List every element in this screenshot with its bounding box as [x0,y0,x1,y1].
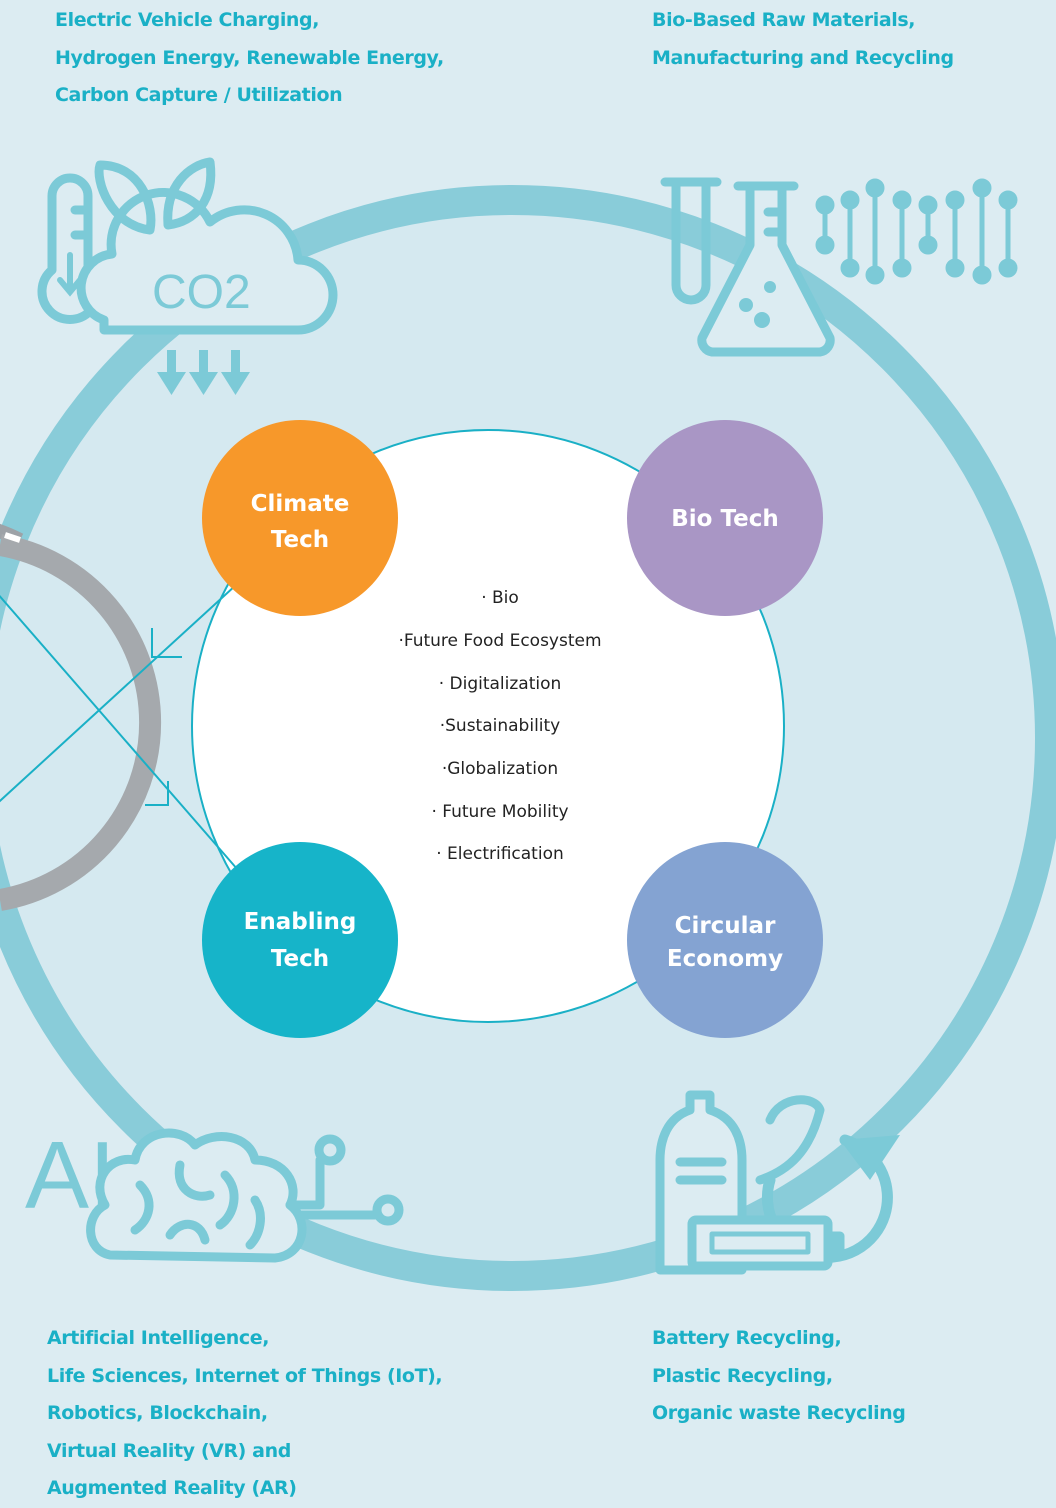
enabling-tech-caption: Artificial Intelligence, Life Sciences, … [47,1320,443,1508]
caption-line: Life Sciences, Internet of Things (IoT), [47,1364,443,1387]
circular-economy-label-line1: Circular [675,913,777,939]
caption-line: Augmented Reality (AR) [47,1477,297,1499]
caption-line: Bio-Based Raw Materials, [652,9,916,31]
bio-tech-caption: Bio-Based Raw Materials, Manufacturing a… [652,2,954,77]
caption-line: Electric Vehicle Charging, [55,9,320,31]
caption-line: Virtual Reality (VR) and [47,1439,291,1462]
recycling-icon [655,1090,900,1275]
trend-item: ·Sustainability [440,716,561,736]
climate-tech-circle [202,420,398,616]
trend-item: · Digitalization [439,674,562,694]
caption-line: Organic waste Recycling [652,1402,906,1424]
caption-line: Plastic Recycling, [652,1364,833,1387]
caption-line: Robotics, Blockchain, [47,1402,268,1424]
co2-label: CO2 [152,266,251,319]
left-grey-arc-lower [0,534,162,911]
caption-line: Battery Recycling, [652,1327,842,1349]
enabling-tech-circle [202,842,398,1038]
enabling-tech-node: Enabling Tech [202,842,398,1038]
climate-tech-caption: Electric Vehicle Charging, Hydrogen Ener… [55,2,444,115]
trend-item: · Future Mobility [431,802,568,822]
caption-line: Artificial Intelligence, [47,1327,270,1349]
caption-line: Hydrogen Energy, Renewable Energy, [55,46,444,69]
circular-economy-caption: Battery Recycling, Plastic Recycling, Or… [652,1320,906,1433]
bio-tech-circle [627,420,823,616]
circular-economy-node: Circular Economy [627,842,823,1038]
circular-economy-circle [627,842,823,1038]
climate-tech-node: Climate Tech [202,420,398,616]
circular-economy-label-line2: Economy [667,946,783,972]
trend-item: ·Globalization [442,759,558,779]
caption-line: Carbon Capture / Utilization [55,84,343,106]
bio-tech-label: Bio Tech [671,506,778,532]
trend-item: · Bio [481,588,519,608]
bio-lab-icon [660,177,1018,357]
climate-tech-label-line2: Tech [271,527,329,553]
center-trend-list: · Bio ·Future Food Ecosystem · Digitaliz… [398,588,601,864]
climate-tech-label-line1: Climate [251,491,350,517]
enabling-tech-label-line2: Tech [271,946,329,972]
bio-tech-node: Bio Tech [627,420,823,616]
ai-brain-icon: AI [25,1122,404,1263]
enabling-tech-label-line1: Enabling [244,909,357,935]
trend-item: ·Future Food Ecosystem [398,631,601,651]
caption-line: Manufacturing and Recycling [652,46,954,69]
trend-item: · Electrification [436,844,564,864]
left-connectors [0,584,239,871]
climate-co2-icon: CO2 [37,157,338,395]
